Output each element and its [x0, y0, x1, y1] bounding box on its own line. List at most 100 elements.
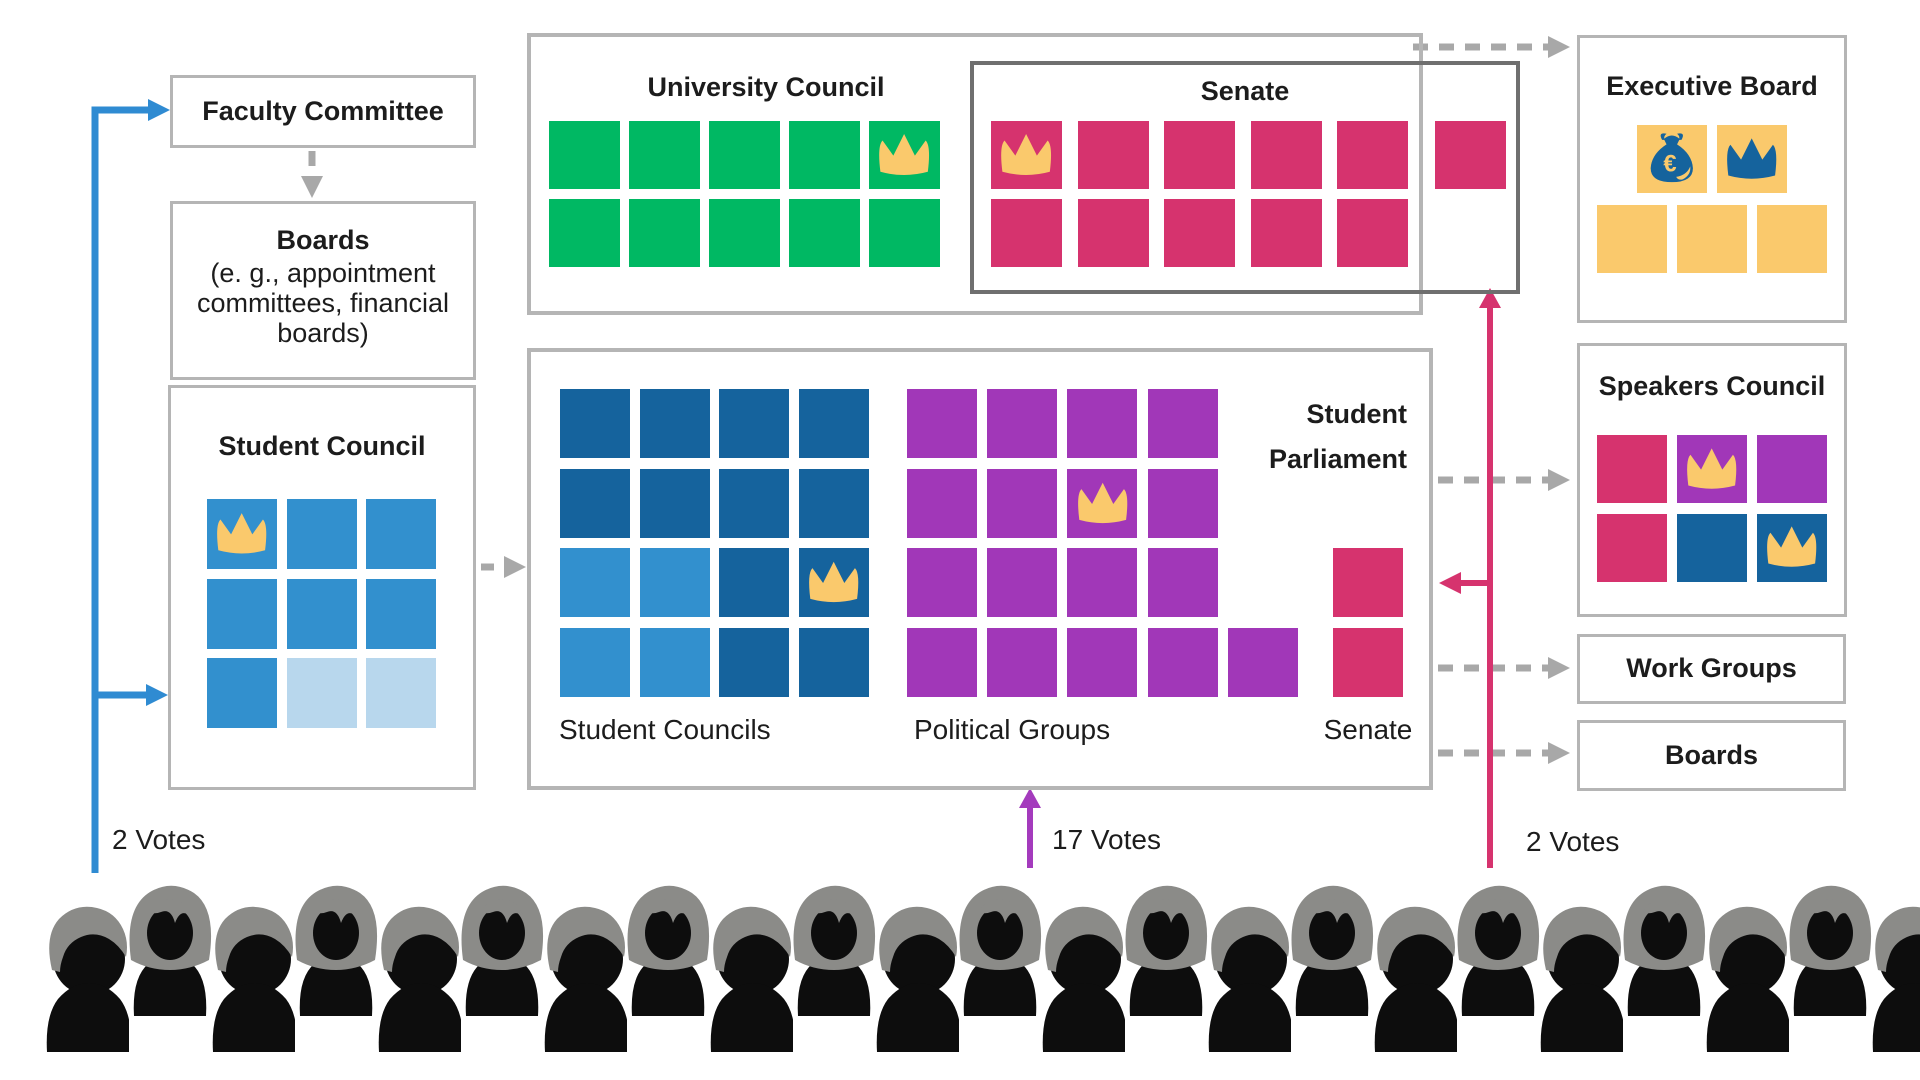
speakers-council-seat — [1757, 513, 1827, 582]
student-person-back — [1291, 885, 1374, 1016]
student-council-seat — [207, 658, 277, 728]
parliament-student-council-seat — [719, 628, 790, 698]
speakers-council-title: Speakers Council — [1598, 371, 1826, 401]
votes-label-left: 2 Votes — [112, 824, 206, 855]
student-council-seat — [286, 578, 357, 649]
parliament-student-council-seat — [560, 389, 630, 458]
student-person-back — [1125, 885, 1208, 1016]
parliament-political-seat — [907, 548, 977, 618]
university-council-seat — [789, 121, 860, 189]
student-person-front — [378, 906, 461, 1052]
parliament-senate-label: Senate — [1323, 714, 1413, 745]
executive-board-seat — [1597, 205, 1667, 273]
student-person-back — [959, 885, 1042, 1016]
senate-seat — [1337, 198, 1408, 267]
university-council-seat — [869, 121, 940, 189]
senate-seat — [1250, 198, 1322, 267]
university-council-seat — [549, 121, 620, 189]
senate-seat — [1077, 198, 1149, 267]
student-person-front — [1042, 906, 1125, 1052]
parliament-student-council-seat — [639, 548, 710, 618]
parliament-student-council-seat — [799, 548, 870, 618]
parliament-student-council-seat — [560, 468, 630, 538]
executive-board-seat — [1717, 125, 1787, 193]
speakers-council-seat — [1597, 435, 1667, 503]
parliament-political-seat — [1147, 468, 1218, 538]
faculty-committee-box: Faculty Committee — [170, 75, 476, 148]
speakers-council-seat — [1677, 435, 1747, 503]
parliament-senate-seat — [1333, 628, 1403, 698]
boards-left-title: Boards — [276, 225, 370, 255]
parliament-student-council-seat — [799, 628, 870, 698]
boards-right-box: Boards — [1577, 720, 1846, 791]
university-council-seat — [709, 198, 780, 267]
executive-board-title: Executive Board — [1606, 71, 1818, 101]
parliament-student-council-seat — [639, 468, 710, 538]
university-council-seat — [709, 121, 780, 189]
crown-icon — [217, 513, 267, 554]
senate-seat — [1434, 121, 1506, 189]
parliament-political-seat — [987, 548, 1058, 618]
svg-text:€: € — [1664, 150, 1677, 177]
student-person-front — [544, 906, 627, 1052]
student-person-back — [627, 885, 710, 1016]
university-council-seat — [629, 198, 700, 267]
purple-votes-arrow — [1019, 788, 1041, 868]
student-councils-label: Student Councils — [559, 714, 771, 745]
crown-icon — [809, 561, 859, 603]
parliament-political-seat — [987, 468, 1058, 538]
student-parliament-box: Student Parliament — [527, 348, 1433, 790]
senate-seat — [1337, 121, 1408, 189]
student-council-seat — [366, 578, 436, 649]
student-person-front — [876, 906, 959, 1052]
parliament-political-seat — [1067, 628, 1138, 698]
crown-icon — [1001, 133, 1052, 175]
student-council-title: Student Council — [218, 431, 426, 461]
boards-right-title: Boards — [1664, 739, 1759, 770]
crown-icon — [1727, 138, 1777, 179]
pink-votes-arrow — [1439, 288, 1501, 868]
university-council-seat — [869, 198, 940, 267]
parliament-political-seat — [907, 389, 977, 458]
university-council-seat — [629, 121, 700, 189]
parliament-student-council-seat — [719, 468, 790, 538]
senate-seat — [1250, 121, 1322, 189]
votes-label-middle: 17 Votes — [1052, 824, 1161, 855]
blue-votes-arrow — [91, 99, 170, 873]
student-person-front — [46, 906, 129, 1052]
speakers-council-seat — [1597, 513, 1667, 582]
crown-icon — [1687, 448, 1737, 489]
boards-left-box: Boards (e. g., appointment committees, f… — [170, 201, 476, 380]
senate-box: Senate — [970, 61, 1520, 294]
parliament-student-council-seat — [639, 628, 710, 698]
senate-seat — [991, 198, 1062, 267]
speakers-council-seat — [1757, 435, 1827, 503]
speakers-council-box: Speakers Council — [1577, 343, 1847, 617]
parliament-political-seat — [1227, 628, 1298, 698]
parliament-student-council-seat — [799, 468, 870, 538]
student-council-seat — [207, 578, 277, 649]
student-person-back — [129, 885, 212, 1016]
parliament-student-council-seat — [560, 548, 630, 618]
student-person-back — [1789, 885, 1872, 1016]
student-person-back — [1457, 885, 1540, 1016]
student-council-seat — [286, 499, 357, 569]
parliament-political-seat — [907, 468, 977, 538]
student-council-seat — [207, 499, 277, 569]
university-council-seat — [789, 198, 860, 267]
student-person-front — [1374, 906, 1457, 1052]
parliament-political-seat — [1147, 548, 1218, 618]
parliament-political-seat — [987, 389, 1058, 458]
student-person-front — [1540, 906, 1623, 1052]
work-groups-box: Work Groups — [1577, 634, 1846, 704]
student-council-seat — [366, 658, 436, 728]
student-person-back — [461, 885, 544, 1016]
parliament-political-seat — [907, 628, 977, 698]
student-council-seat — [286, 658, 357, 728]
senate-seat — [1164, 121, 1235, 189]
parliament-political-seat — [1147, 628, 1218, 698]
student-person-front — [710, 906, 793, 1052]
parliament-political-seat — [1067, 389, 1138, 458]
speakers-council-seat — [1677, 513, 1747, 582]
